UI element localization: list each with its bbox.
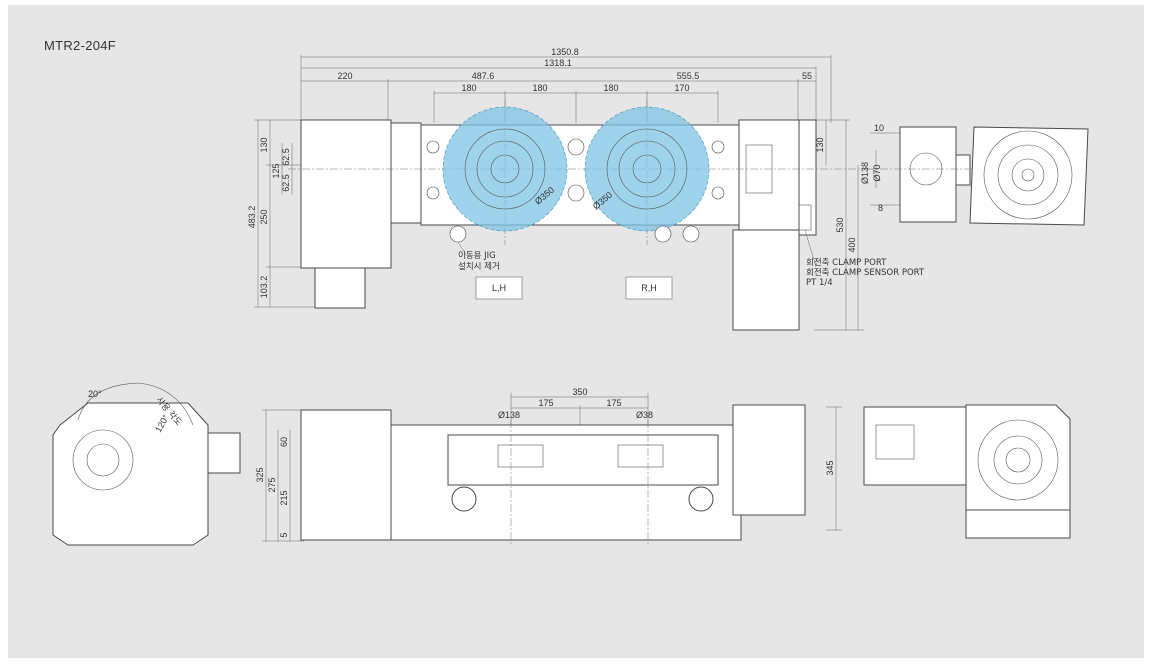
front-dim-a: 275: [267, 477, 277, 492]
dim-mid-left: 487.6: [472, 71, 495, 81]
table-plate: [969, 126, 1089, 226]
gear-cover-left: [390, 122, 422, 224]
port-note-line2: 회전축 CLAMP SENSOR PORT: [806, 267, 925, 278]
front-dim-total: 325: [255, 467, 265, 482]
dim-left: 220: [337, 71, 352, 81]
front-right-motor: [732, 404, 806, 516]
jig-note-line1: 이동용 JIG: [458, 250, 496, 261]
dim-vr-c: 400: [847, 237, 857, 252]
dim-v-upper: 130: [259, 137, 269, 152]
dim-v-mid: 250: [259, 209, 269, 224]
bolt: [426, 186, 440, 200]
front-dim-b: 215: [279, 490, 289, 505]
jig-knob-2: [654, 225, 672, 243]
dim-pitch-1: 180: [461, 83, 476, 93]
end-view: 20° 120° 사용 각도: [52, 382, 241, 546]
jig-knob: [449, 225, 467, 243]
dim-v-total: 483.2: [247, 206, 257, 229]
model-title: MTR2-204F: [44, 38, 117, 53]
side-flange: [955, 154, 971, 186]
side-dim-b: Ø138: [860, 162, 870, 184]
front-motor: [300, 409, 392, 541]
front-wheel-right: [688, 486, 714, 512]
dim-mid-right: 555.5: [677, 71, 700, 81]
dim-v-lower: 103.2: [259, 276, 269, 299]
label-box-left: [475, 276, 523, 300]
motor-housing: [300, 119, 392, 269]
port-note-line3: PT 1/4: [806, 278, 833, 288]
dim-v-c: 62.5: [281, 174, 291, 192]
dim-vr-b: 530: [835, 217, 845, 232]
dim-vr-a: 130: [815, 137, 825, 152]
technical-drawing: 1350.8 1318.1 220 487.6 555.5 55 180 180…: [52, 47, 1089, 546]
front-dim-right: 345: [825, 460, 835, 475]
label-box-left-text: L,H: [492, 283, 506, 293]
back-motor: [863, 406, 967, 486]
back-view: [863, 404, 1071, 539]
side-dim-a: 10: [874, 123, 884, 133]
back-base: [965, 509, 1071, 539]
dim-pitch-2: 180: [532, 83, 547, 93]
front-view: 350 175 175 Ø138 Ø38 325 275 215 60 5 34…: [255, 387, 842, 545]
front-dim-d: 5: [279, 532, 289, 537]
label-box-right: [625, 276, 673, 300]
jig-knob-3: [682, 225, 700, 243]
dim-v-a: 125: [271, 163, 281, 178]
angle-a: 20°: [88, 389, 102, 399]
front-table: [447, 434, 719, 486]
front-dim-c: 60: [279, 437, 289, 447]
rotary-table-right: [584, 106, 710, 232]
side-body: [899, 126, 957, 223]
dim-overall: 1350.8: [551, 47, 579, 57]
back-plate: [965, 404, 1071, 531]
right-motor-lower: [732, 229, 800, 331]
label-box-right-text: R,H: [641, 283, 657, 293]
right-motor-block: [738, 119, 800, 231]
front-dim-half-left: 175: [538, 398, 553, 408]
front-dia-left: Ø138: [498, 410, 520, 420]
center-knob: [567, 138, 585, 156]
end-body: [52, 402, 209, 546]
bolt: [711, 186, 725, 200]
motor-tail: [314, 267, 366, 309]
center-knob-2: [567, 184, 585, 202]
front-wheel-left: [451, 486, 477, 512]
port-note-line1: 회전축 CLAMP PORT: [806, 257, 887, 268]
rotary-table-left: [442, 106, 568, 232]
front-dim-span: 350: [572, 387, 587, 397]
jig-note-line2: 설치시 제거: [458, 261, 500, 272]
front-dia-right: Ø38: [636, 410, 653, 420]
back-connector: [875, 424, 915, 460]
side-dim-d: 8: [878, 203, 883, 213]
side-view: 10 Ø138 Ø70 8: [860, 123, 1089, 226]
side-dim-c: Ø70: [872, 164, 882, 181]
dim-right: 55: [802, 71, 812, 81]
bolt: [426, 140, 440, 154]
dim-pitch-3: 180: [603, 83, 618, 93]
front-dim-half-right: 175: [606, 398, 621, 408]
port-block: [798, 119, 817, 236]
end-motor-stub: [207, 432, 241, 474]
dim-inner: 1318.1: [544, 58, 572, 68]
dim-v-b: 62.5: [281, 148, 291, 166]
dim-pitch-4: 170: [674, 83, 689, 93]
top-view: 1350.8 1318.1 220 487.6 555.5 55 180 180…: [247, 47, 925, 331]
drawing-sheet: MTR2-204F 1350.8 1318.1 220 487.6: [8, 5, 1144, 658]
plate-ring-outer: [983, 130, 1073, 220]
bolt: [711, 140, 725, 154]
angle-arc: [77, 382, 194, 426]
